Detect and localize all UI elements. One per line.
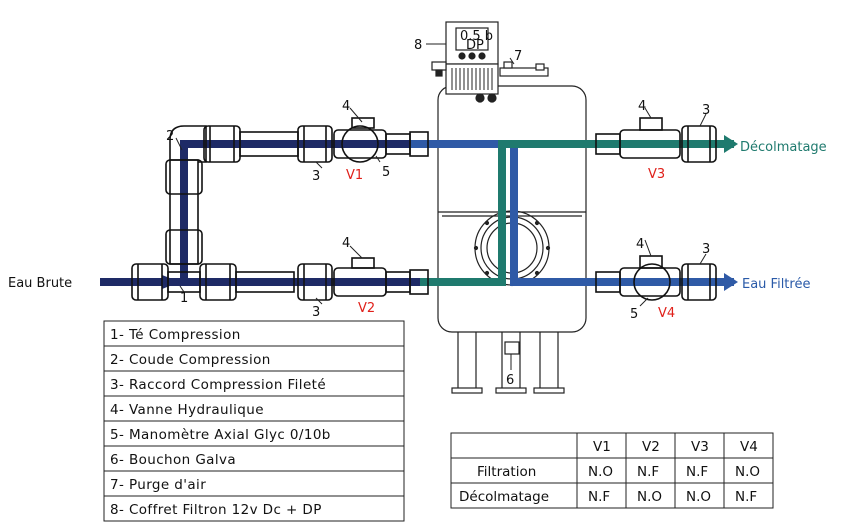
callout-2: 2 bbox=[166, 129, 174, 144]
valve-label-v4: V4 bbox=[658, 306, 675, 321]
table-cell: N.O bbox=[637, 489, 662, 505]
fittings bbox=[131, 117, 717, 301]
callout-7: 7 bbox=[514, 49, 522, 64]
callout-4-v4: 4 bbox=[636, 237, 644, 252]
raw-water-pipe bbox=[100, 140, 442, 286]
legend-item: 1- Té Compression bbox=[110, 327, 241, 343]
filtered-arrow-icon bbox=[724, 273, 738, 291]
filtered-outlet-label: Eau Filtrée bbox=[742, 277, 810, 292]
legend-item: 6- Bouchon Galva bbox=[110, 452, 236, 468]
table-row-label: Décolmatage bbox=[459, 489, 549, 505]
valve-label-v1: V1 bbox=[346, 168, 363, 183]
callout-3-bottom-right: 3 bbox=[702, 242, 710, 257]
callout-8: 8 bbox=[414, 38, 422, 53]
callout-6: 6 bbox=[506, 373, 514, 388]
drain-plug bbox=[504, 341, 520, 355]
legend-item: 2- Coude Compression bbox=[110, 352, 271, 368]
valve-state-table bbox=[450, 432, 774, 509]
callout-5-v4: 5 bbox=[630, 307, 638, 322]
table-header: V3 bbox=[691, 439, 709, 455]
table-cell: N.F bbox=[686, 464, 708, 480]
legend-item: 8- Coffret Filtron 12v Dc + DP bbox=[110, 502, 322, 518]
callout-1: 1 bbox=[180, 291, 188, 306]
inlet-label: Eau Brute bbox=[8, 276, 72, 291]
table-row-label: Filtration bbox=[477, 464, 536, 480]
callout-4-v2: 4 bbox=[342, 236, 350, 251]
callout-leaders bbox=[175, 43, 707, 370]
table-cell: N.F bbox=[637, 464, 659, 480]
backwash-arrow-icon bbox=[724, 135, 738, 153]
callout-4-v1: 4 bbox=[342, 99, 350, 114]
table-cell: N.F bbox=[588, 489, 610, 505]
controller-display-line2: DP bbox=[466, 38, 484, 53]
controller-box bbox=[431, 21, 499, 103]
callout-4-v3: 4 bbox=[638, 99, 646, 114]
backwash-pipe bbox=[420, 140, 734, 286]
table-cell: N.O bbox=[735, 464, 760, 480]
legend-item: 5- Manomètre Axial Glyc 0/10b bbox=[110, 427, 331, 443]
legend-item: 4- Vanne Hydraulique bbox=[110, 402, 264, 418]
legend-box bbox=[103, 320, 405, 522]
callout-5-v1: 5 bbox=[382, 165, 390, 180]
table-cell: N.O bbox=[686, 489, 711, 505]
legend-item: 7- Purge d'air bbox=[110, 477, 206, 493]
legend-item: 3- Raccord Compression Fileté bbox=[110, 377, 326, 393]
table-cell: N.F bbox=[735, 489, 757, 505]
inlet-arrow-icon bbox=[162, 275, 180, 289]
controller-display-line1: 0.5 b bbox=[460, 29, 493, 44]
callout-3-top-right: 3 bbox=[702, 103, 710, 118]
table-header: V1 bbox=[593, 439, 611, 455]
air-vent bbox=[499, 61, 549, 77]
callout-3-bottom-left: 3 bbox=[312, 305, 320, 320]
table-header: V2 bbox=[642, 439, 660, 455]
table-header: V4 bbox=[740, 439, 758, 455]
table-cell: N.O bbox=[588, 464, 613, 480]
backwash-outlet-label: Décolmatage bbox=[740, 140, 827, 155]
valve-label-v3: V3 bbox=[648, 167, 665, 182]
callout-3-top-left: 3 bbox=[312, 169, 320, 184]
filtered-water-pipe bbox=[410, 140, 734, 286]
valve-label-v2: V2 bbox=[358, 301, 375, 316]
